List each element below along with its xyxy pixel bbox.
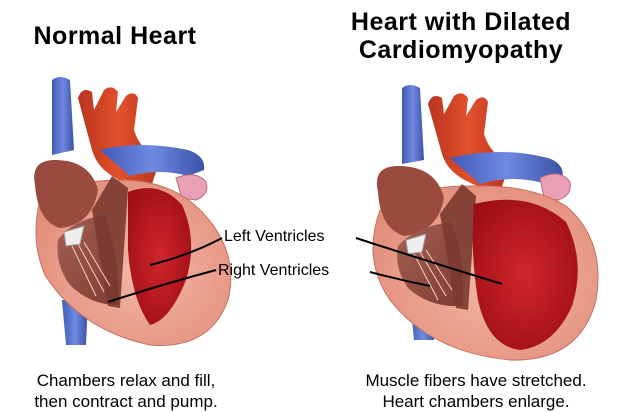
dilated-heart-caption: Muscle fibers have stretched. Heart cham… [330, 370, 622, 412]
normal-vena-cava-upper [52, 77, 74, 155]
dilated-caption-line2: Heart chambers enlarge. [330, 391, 622, 412]
normal-caption-line1: Chambers relax and fill, [0, 370, 252, 391]
right-ventricles-label: Right Ventricles [218, 262, 329, 280]
dilated-vena-cava-upper [402, 85, 424, 164]
dilated-caption-line1: Muscle fibers have stretched. [330, 370, 622, 391]
normal-caption-line2: then contract and pump. [0, 391, 252, 412]
normal-heart-caption: Chambers relax and fill, then contract a… [0, 370, 252, 412]
left-ventricles-label: Left Ventricles [224, 228, 325, 246]
dilated-heart [373, 85, 598, 360]
normal-heart [34, 77, 231, 345]
